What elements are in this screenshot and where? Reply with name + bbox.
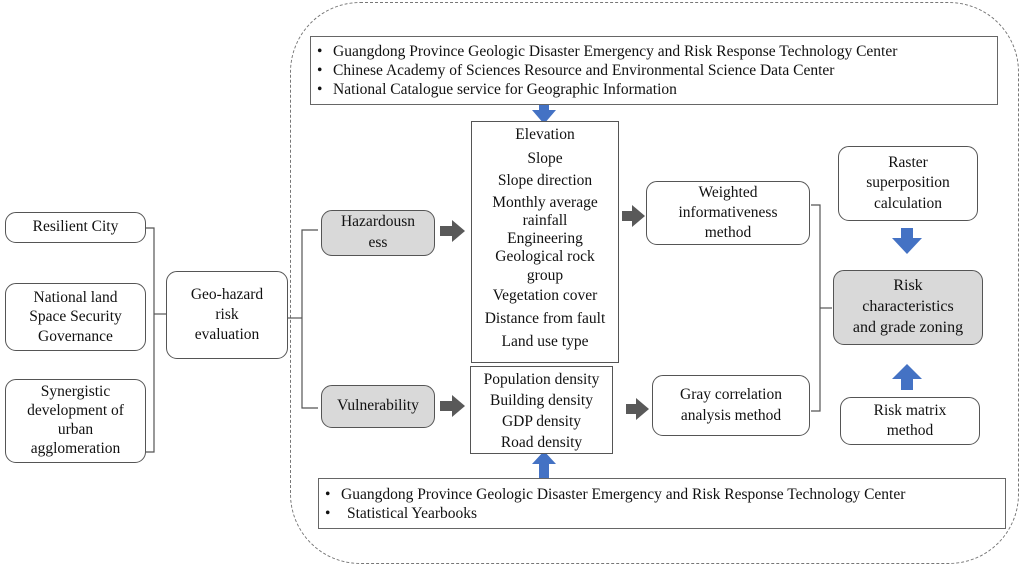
factor-item: Distance from fault [484, 309, 606, 327]
factor-item: GDP density [501, 413, 582, 430]
arrow-down-icon [892, 228, 922, 254]
gray-correlation-method: Gray correlation analysis method [652, 375, 810, 436]
arrow-right-icon [440, 220, 465, 242]
hazardousness-node: Hazardousn ess [321, 210, 435, 256]
source-item: National Catalogue service for Geographi… [311, 80, 997, 99]
factor-item: Vegetation cover [492, 287, 598, 304]
data-sources-bottom: Guangdong Province Geologic Disaster Eme… [318, 478, 1006, 529]
factor-item: Building density [490, 392, 593, 409]
arrow-up-icon [532, 451, 556, 478]
hazard-factors-list: Elevation Slope Slope direction Monthly … [471, 121, 619, 363]
arrow-right-icon [440, 395, 465, 417]
factor-item: Slope direction [497, 172, 593, 189]
risk-matrix-method: Risk matrix method [840, 397, 980, 445]
factor-item: Slope [527, 149, 563, 167]
factor-item: Population density [483, 371, 600, 388]
data-sources-top: Guangdong Province Geologic Disaster Eme… [310, 36, 998, 105]
arrow-up-icon [892, 364, 922, 390]
factor-item: Road density [500, 434, 583, 451]
framework-boundary [290, 2, 1019, 564]
source-item: Guangdong Province Geologic Disaster Eme… [311, 42, 997, 61]
arrow-down-icon [532, 100, 556, 124]
source-item: Guangdong Province Geologic Disaster Eme… [319, 485, 1005, 504]
geo-hazard-risk-evaluation: Geo-hazard risk evaluation [166, 271, 288, 359]
left-brace [146, 227, 155, 453]
goal-land-security: National land Space Security Governance [5, 283, 146, 351]
goal-resilient-city: Resilient City [5, 212, 146, 243]
factor-item: Elevation [515, 126, 575, 143]
factor-item: Land use type [501, 333, 589, 350]
source-item: Statistical Yearbooks [319, 504, 1005, 523]
raster-superposition: Raster superposition calculation [838, 146, 978, 221]
weighted-informativeness-method: Weighted informativeness method [646, 181, 810, 245]
arrow-right-icon [622, 205, 645, 227]
factor-item: Monthly average rainfall [492, 193, 598, 229]
goal-synergistic-development: Synergistic development of urban agglome… [5, 379, 146, 463]
factor-item: Engineering Geological rock group [495, 229, 595, 284]
eval-brace [301, 229, 318, 409]
right-brace [811, 204, 821, 412]
arrow-right-icon [626, 398, 649, 420]
risk-grade-zoning: Risk characteristics and grade zoning [833, 270, 983, 345]
vulnerability-node: Vulnerability [321, 385, 435, 428]
source-item: Chinese Academy of Sciences Resource and… [311, 61, 997, 80]
vulnerability-factors-list: Population density Building density GDP … [470, 366, 613, 454]
